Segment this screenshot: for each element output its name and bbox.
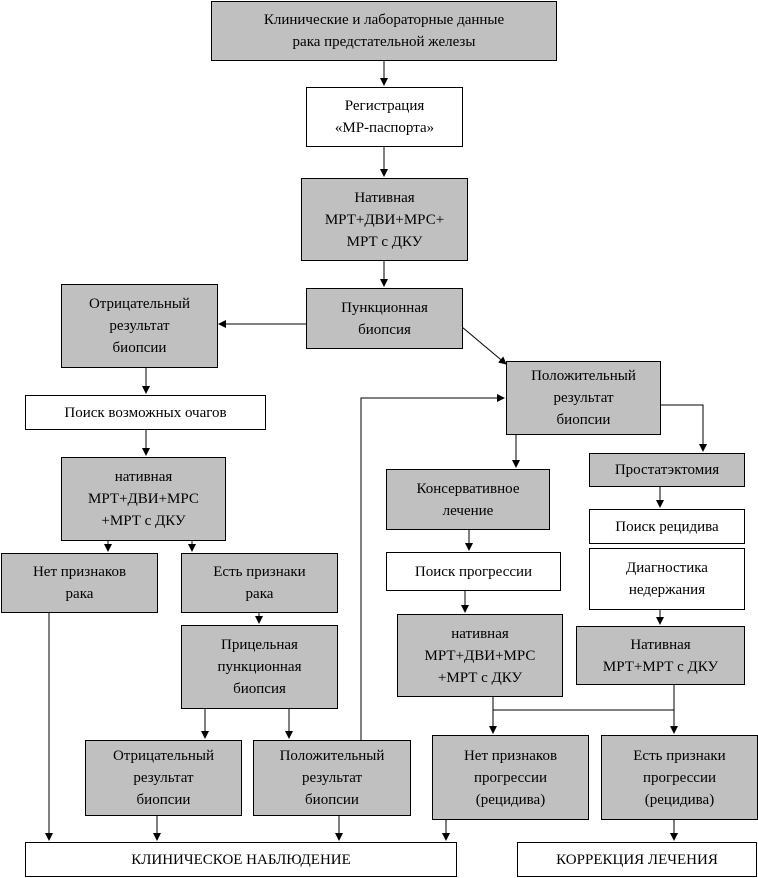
node-no-signs-cancer: Нет признаков рака [1,553,158,613]
node-targeted-biopsy: Прицельная пункционная биопсия [181,625,338,709]
node-incontinence-diagnostics: Диагностика недержания [589,548,745,610]
node-search-foci: Поиск возможных очагов [25,395,266,430]
node-clinical-observation: КЛИНИЧЕСКОЕ НАБЛЮДЕНИЕ [25,842,457,877]
node-negative-result-2: Отрицательный результат биопсии [85,740,242,816]
node-positive-result-1: Положительный результат биопсии [506,361,661,435]
node-positive-result-2: Положительный результат биопсии [253,740,411,816]
node-native-mri-2: нативная МРТ+ДВИ+МРС +МРТ с ДКУ [61,457,226,541]
node-treatment-correction: КОРРЕКЦИЯ ЛЕЧЕНИЯ [517,842,757,877]
node-prostatectomy: Простатэктомия [589,453,745,487]
arrow-positive1-to-prostatectomy [661,404,707,452]
node-puncture-biopsy: Пункционная биопсия [306,288,463,349]
node-registration: Регистрация «МР-паспорта» [306,87,463,147]
node-no-signs-progression: Нет признаков прогрессии (рецидива) [432,735,589,820]
node-signs-progression: Есть признаки прогрессии (рецидива) [601,735,758,820]
node-conservative-treatment: Консервативное лечение [386,469,550,530]
node-native-mri-3: нативная МРТ+ДВИ+МРС +МРТ с ДКУ [397,614,563,697]
node-search-progression: Поиск прогрессии [386,552,561,591]
arrow-biopsy-to-positive1 [461,326,507,365]
node-clinical-data: Клинические и лабораторные данные рака п… [211,1,557,61]
node-native-mri-4: Нативная МРТ+МРТ с ДКУ [576,626,745,685]
node-signs-cancer: Есть признаки рака [181,553,338,613]
node-native-mri-1: Нативная МРТ+ДВИ+МРС+ МРТ с ДКУ [301,178,468,261]
node-search-recurrence: Поиск рецидива [589,509,745,544]
node-negative-result-1: Отрицательный результат биопсии [61,284,218,368]
arrow-positive2-to-positive1 [360,394,505,741]
